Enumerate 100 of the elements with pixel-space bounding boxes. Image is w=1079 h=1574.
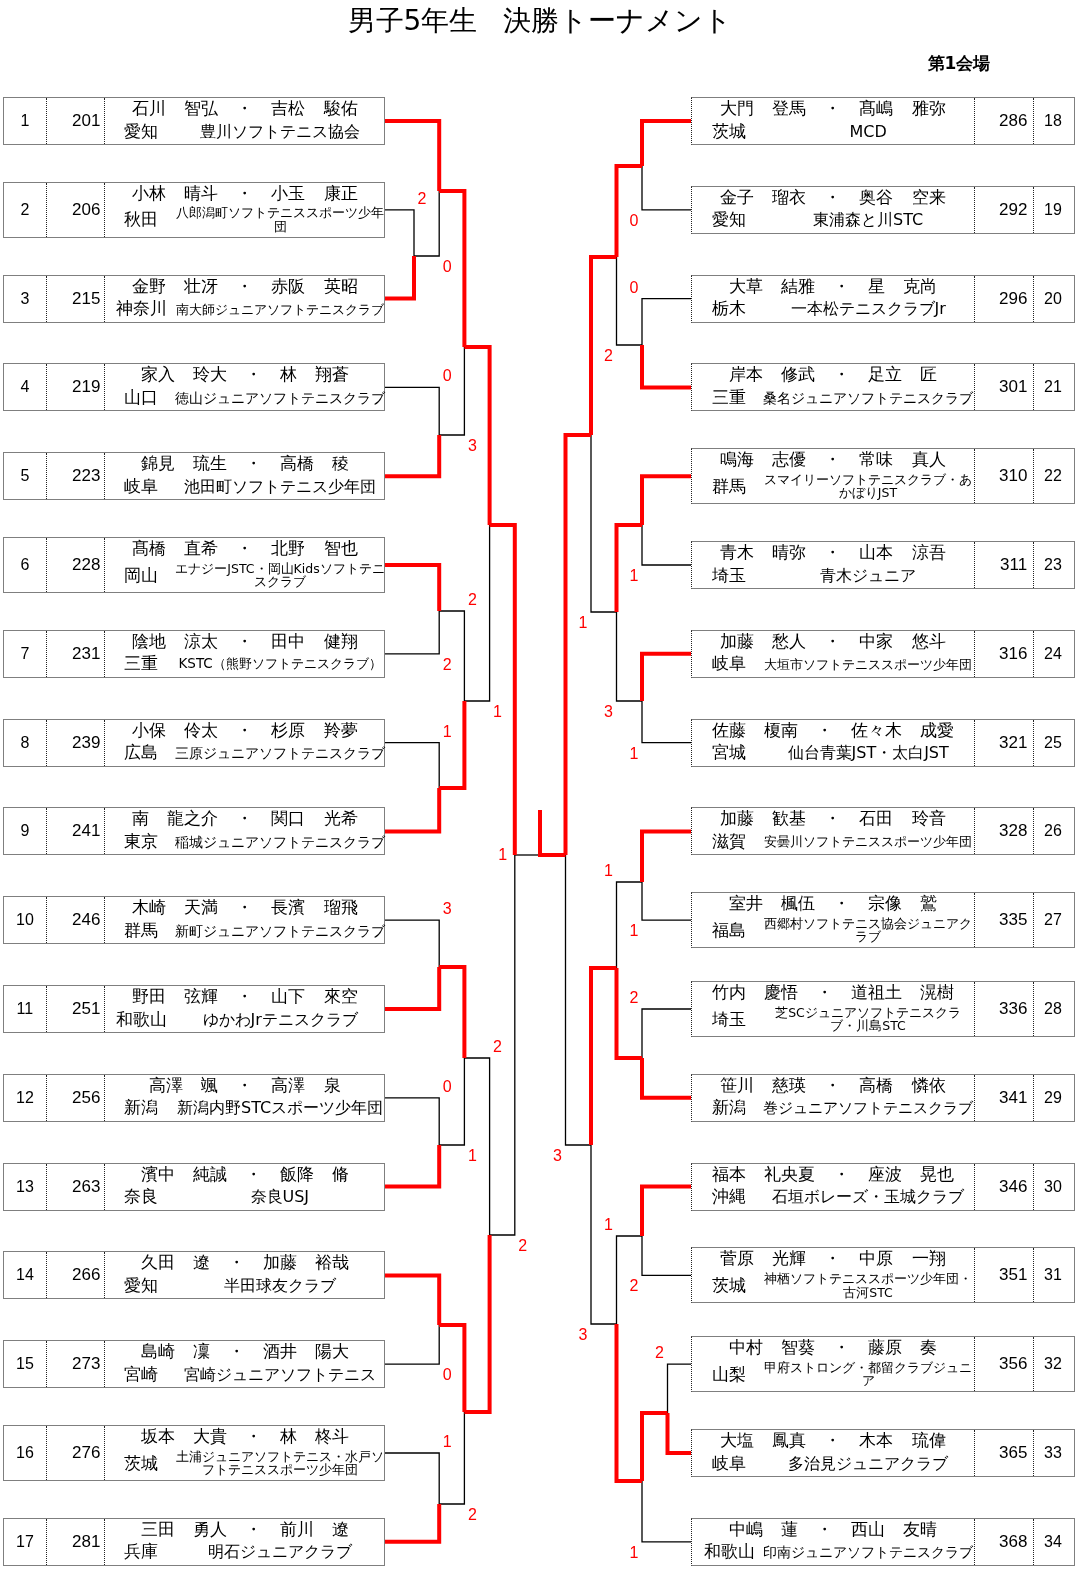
prefecture: 山梨 [712,1364,746,1385]
entry-number: 223 [72,466,101,486]
club-name: 三原ジュニアソフトテニスクラブ [175,745,385,762]
winner-line [439,701,467,790]
club-name: 一本松テニスクラブJr [790,300,946,319]
player-names: 菅原 光輝 ・ 中原 一翔 [720,1249,946,1269]
entry-number: 341 [999,1087,1028,1108]
entry-box [691,1073,1075,1122]
prefecture: 新潟 [712,1098,746,1118]
club-name: 多治見ジュニアクラブ [788,1454,948,1473]
club-name: 明石ジュニアクラブ [208,1543,352,1562]
entry-box [3,896,385,945]
bracket-line [641,1008,692,1059]
entry-box [3,629,385,678]
entry-number: 246 [72,910,101,930]
entry-number: 356 [999,1354,1028,1374]
prefecture: 岐阜 [124,476,158,497]
bracket-line [438,1057,466,1146]
club-name: 池田町ソフトテニス少年団 [184,477,376,497]
player-names: 髙橋 直希 ・ 北野 智也 [132,539,358,559]
player-names: 小保 伶太 ・ 杉原 羚夢 [132,720,358,741]
player-names: 坂本 大貴 ・ 林 柊斗 [140,1427,350,1447]
seed-number: 25 [1044,733,1062,752]
bracket-line [590,434,618,613]
entry-number: 292 [999,199,1028,220]
entry-number: 310 [999,466,1028,486]
seed-number: 3 [20,289,30,308]
club-name: 豊川ソフトテニス協会 [200,122,360,141]
entry-box [691,1336,1075,1393]
bracket-line [641,297,692,346]
prefecture: 東京 [124,831,158,852]
prefecture: 岐阜 [712,654,746,674]
club-name: エナジーJSTC・岡山Kidsソフトテニスクラブ [175,561,385,589]
winner-line [614,523,642,612]
club-name: 巻ジュニアソフトテニスクラブ [763,1099,973,1118]
player-names: 陰地 涼太 ・ 田中 健翔 [132,631,358,652]
prefecture: 岐阜 [712,1453,746,1474]
winner-line [385,119,442,191]
bracket-line [641,881,692,921]
seed-number: 19 [1044,200,1062,220]
entry-box [3,181,385,238]
prefecture: 群馬 [124,920,158,941]
seed-number: 12 [16,1088,34,1108]
winner-line [640,829,691,882]
prefecture: 宮城 [712,743,746,763]
prefecture: 秋田 [124,210,158,230]
entry-number: 201 [72,111,101,131]
seed-number: 5 [20,467,30,486]
entry-number: 215 [72,288,101,309]
seed-number: 20 [1044,289,1062,308]
player-names: 中嶋 蓮 ・ 西山 友晴 [728,1519,938,1540]
bracket-line [514,854,541,856]
prefecture: 埼玉 [712,565,746,586]
club-name: 仙台青葉JST・太白JST [787,744,949,763]
club-name: 甲府ストロング・都留クラブジュニア [763,1360,973,1389]
player-names: 久田 遼 ・ 加藤 裕哉 [140,1253,350,1273]
club-name: 稲城ジュニアソフトテニスクラブ [175,833,385,850]
entry-box [3,363,385,412]
seed-number: 33 [1044,1444,1062,1463]
seed-number: 18 [1044,112,1062,131]
prefecture: 栃木 [712,299,746,319]
entry-box [691,185,1075,234]
entry-number: 273 [72,1354,101,1374]
entry-box [691,97,1075,145]
bracket-line [615,611,643,702]
prefecture: 和歌山 [703,1542,755,1562]
prefecture: 沖縄 [712,1187,746,1207]
winner-line [640,1058,691,1100]
entry-number: 239 [72,732,101,753]
prefecture: 茨城 [712,121,746,142]
entry-number: 231 [72,643,101,664]
venue-label: 第1会場 [927,54,991,74]
club-name: スマイリーソフトテニスクラブ・あかぼりJST [763,472,973,501]
bracket-line [615,881,643,969]
entry-number: 206 [72,199,101,220]
player-names: 三田 勇人 ・ 前川 遼 [140,1519,350,1540]
seed-number: 28 [1044,1000,1062,1019]
winner-line [385,563,442,611]
winner-line [385,256,416,301]
entry-number: 241 [72,821,101,841]
winner-line [439,1323,467,1412]
entry-number: 365 [999,1443,1028,1463]
entry-box [691,274,1075,323]
club-name: ゆかわJrテニスクラブ [202,1010,358,1029]
bracket-line [384,386,440,436]
prefecture: 愛知 [124,121,158,142]
player-names: 大草 結雅 ・ 星 克尚 [728,276,938,297]
entry-box [691,892,1075,949]
player-names: 大門 登馬 ・ 髙嶋 雅弥 [720,99,946,119]
entry-box [3,1162,385,1211]
winner-line [640,651,691,701]
entry-box [3,274,385,323]
player-names: 南 龍之介 ・ 関口 光希 [132,809,358,829]
entry-box [3,1517,385,1566]
seed-number: 29 [1044,1088,1062,1108]
winner-line [439,965,467,1058]
seed-number: 6 [20,556,30,575]
club-name: 西郷村ソフトテニス協会ジュニアクラブ [763,916,973,945]
seed-number: 4 [20,378,30,397]
player-names: 中村 智葵 ・ 藤原 奏 [728,1338,938,1358]
